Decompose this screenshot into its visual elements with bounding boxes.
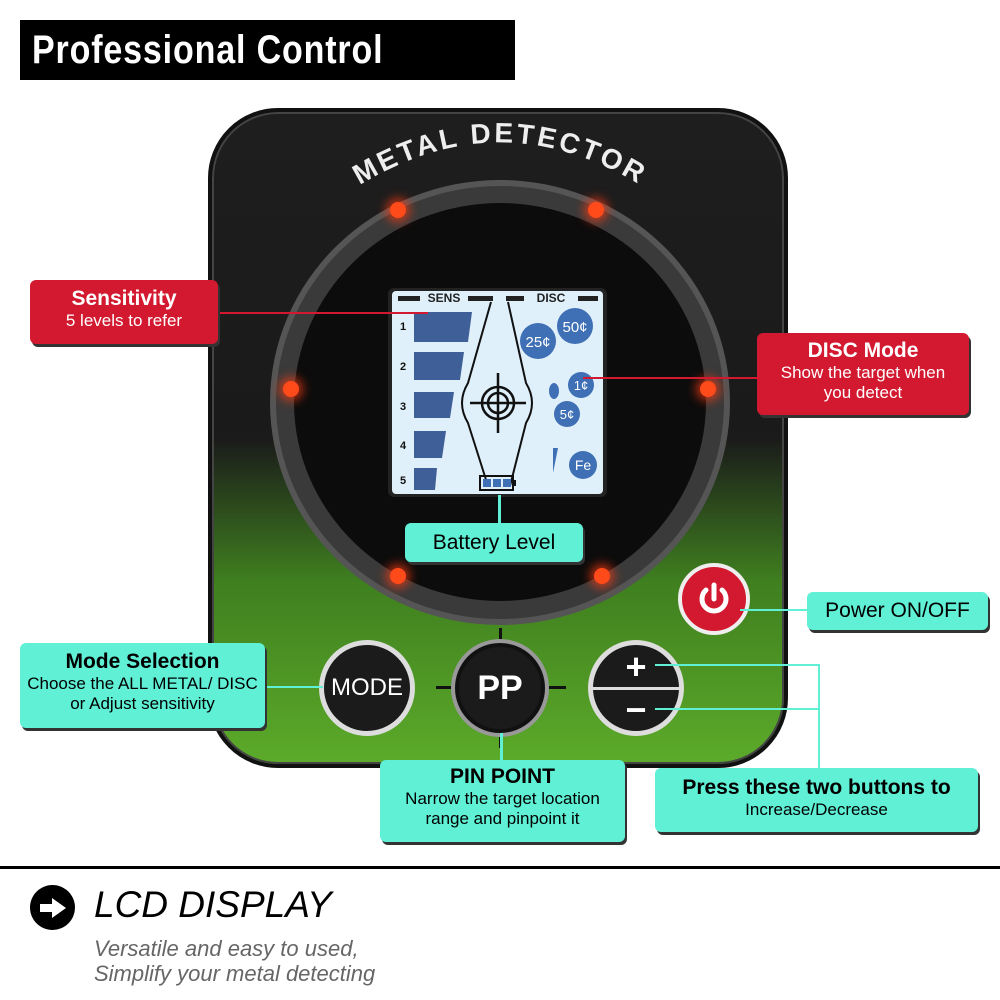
crosshair-icon xyxy=(470,373,526,433)
svg-text:METAL DETECTOR: METAL DETECTOR xyxy=(347,117,652,190)
connector xyxy=(218,312,428,314)
sens-label: SENS xyxy=(428,291,461,305)
plus-minus-button[interactable]: + − xyxy=(588,640,684,736)
divider xyxy=(0,866,1000,869)
footer-description: Versatile and easy to used,Simplify your… xyxy=(94,936,376,986)
disc-mode-callout: DISC Mode Show the target when you detec… xyxy=(757,333,969,415)
led xyxy=(594,568,610,584)
connector xyxy=(500,733,503,761)
level-5: 5 xyxy=(400,475,406,487)
lcd-screen: SENS DISC 1 2 3 4 5 25¢ 50¢ 1¢ 5¢ Fe xyxy=(388,288,607,497)
level-2: 2 xyxy=(400,361,406,373)
iron-fe: Fe xyxy=(575,457,592,473)
minus-button[interactable]: − xyxy=(593,686,679,730)
brand-text: METAL DETECTOR xyxy=(347,117,652,190)
led xyxy=(390,202,406,218)
power-callout: Power ON/OFF xyxy=(807,592,988,630)
led xyxy=(390,568,406,584)
plus-minus-callout: Press these two buttons to Increase/Decr… xyxy=(655,768,978,832)
level-4: 4 xyxy=(400,440,407,452)
connector xyxy=(583,377,758,379)
power-icon xyxy=(699,582,729,614)
pin-point-callout: PIN POINT Narrow the target location ran… xyxy=(380,760,625,842)
led xyxy=(588,202,604,218)
disc-label: DISC xyxy=(537,291,566,305)
battery-callout: Battery Level xyxy=(405,523,583,562)
connector xyxy=(655,664,820,666)
connector xyxy=(655,708,820,710)
mode-selection-callout: Mode Selection Choose the ALL METAL/ DIS… xyxy=(20,643,265,728)
level-1: 1 xyxy=(400,321,406,333)
footer-heading: LCD DISPLAY xyxy=(94,884,332,925)
plus-button[interactable]: + xyxy=(625,645,647,687)
led xyxy=(283,381,299,397)
connector xyxy=(740,609,808,611)
power-button[interactable] xyxy=(678,563,750,635)
sensitivity-callout: Sensitivity 5 levels to refer xyxy=(30,280,218,344)
level-3: 3 xyxy=(400,401,406,413)
page-title: Professional Control Box xyxy=(20,20,515,132)
coin-5c: 5¢ xyxy=(560,407,574,422)
coin-25c: 25¢ xyxy=(525,334,550,351)
connector xyxy=(498,495,501,525)
coin-1c: 1¢ xyxy=(574,378,588,393)
arrow-right-icon xyxy=(30,885,75,930)
pinpoint-button[interactable]: PP xyxy=(455,643,545,733)
coin-50c: 50¢ xyxy=(562,319,587,336)
led xyxy=(700,381,716,397)
battery-icon xyxy=(479,475,516,491)
connector xyxy=(265,686,323,688)
mode-button[interactable]: MODE xyxy=(319,640,415,736)
connector xyxy=(818,664,820,769)
